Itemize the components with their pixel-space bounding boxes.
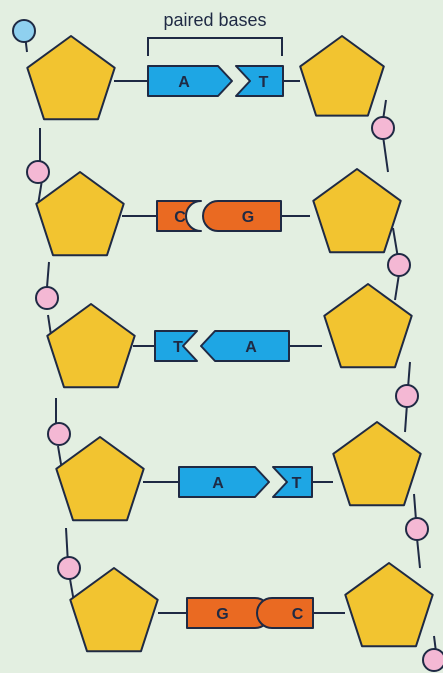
base-left-letter: G xyxy=(216,606,228,623)
paired-bases-bracket: paired bases xyxy=(147,10,283,56)
base-left-letter: A xyxy=(178,74,190,91)
sugar-pentagon-right xyxy=(332,421,422,507)
base-right-letter: G xyxy=(242,209,254,226)
base-right-shape xyxy=(272,466,313,498)
sugar-pentagon-left xyxy=(55,436,145,522)
base-right-shape xyxy=(202,200,282,232)
base-left-shape xyxy=(154,330,198,362)
base-pairs: A T C G T A A T G C xyxy=(26,35,434,653)
sugar-pentagon-right xyxy=(344,562,434,648)
base-left-letter: A xyxy=(212,475,224,492)
phosphate-right-4 xyxy=(405,517,429,541)
sugar-pentagon-right xyxy=(299,35,385,117)
phosphate-right-5 xyxy=(422,648,443,672)
phosphate-left-3 xyxy=(47,422,71,446)
base-left-shape xyxy=(147,65,233,97)
base-left-letter: C xyxy=(174,209,186,226)
phosphate-left-2 xyxy=(35,286,59,310)
sugar-pentagon-left xyxy=(35,171,125,257)
phosphate-right-1 xyxy=(371,116,395,140)
right-phosphates xyxy=(371,116,443,672)
base-left-letter: T xyxy=(173,339,183,356)
paired-bases-label: paired bases xyxy=(163,10,266,30)
phosphate-right-2 xyxy=(387,253,411,277)
base-right-letter: T xyxy=(292,475,302,492)
right-backbone xyxy=(382,99,437,653)
base-right-letter: A xyxy=(245,339,257,356)
base-right-shape xyxy=(256,597,314,629)
left-phosphates xyxy=(12,19,81,580)
left-backbone xyxy=(24,34,75,603)
phosphate-left-1 xyxy=(26,160,50,184)
base-right-letter: C xyxy=(292,606,304,623)
sugar-pentagon-left xyxy=(26,35,116,121)
base-left-shape xyxy=(156,200,202,232)
sugar-pentagon-right xyxy=(312,168,402,254)
base-right-shape xyxy=(200,330,290,362)
sugar-pentagon-left xyxy=(46,303,136,389)
phosphate-left-4 xyxy=(57,556,81,580)
phosphate-right-3 xyxy=(395,384,419,408)
sugar-pentagon-right xyxy=(323,283,413,369)
base-right-shape xyxy=(235,65,284,97)
base-right-letter: T xyxy=(259,74,269,91)
sugar-pentagon-left xyxy=(69,567,159,653)
base-left-shape xyxy=(178,466,270,498)
phosphate-top-blue xyxy=(12,19,36,43)
